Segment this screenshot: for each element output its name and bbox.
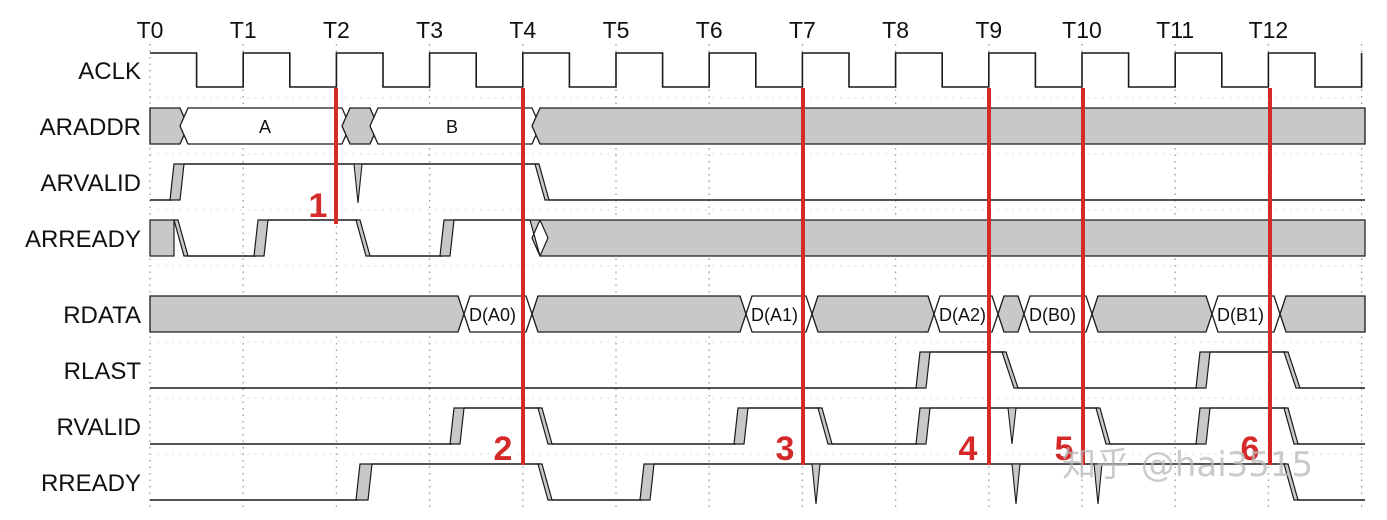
rlast-transition (915, 351, 931, 389)
signal-label: RREADY (41, 470, 141, 497)
tick-label: T8 (882, 17, 909, 43)
rdata-invalid (1279, 295, 1366, 333)
arready-transition (355, 219, 371, 257)
rvalid-transition (449, 407, 465, 445)
arvalid-transition (534, 163, 550, 201)
rlast-transition (1283, 351, 1301, 389)
rdata-label: D(B1) (1217, 305, 1264, 325)
rdata-invalid (149, 295, 465, 333)
rvalid-transition (537, 407, 553, 445)
araddr-label: B (446, 117, 458, 137)
rlast-transition (1195, 351, 1211, 389)
arvalid-transition (169, 163, 185, 201)
tick-label: T12 (1249, 17, 1289, 43)
arready-transition (253, 219, 269, 257)
tick-label: T4 (509, 17, 536, 43)
rready-transition (639, 463, 655, 501)
rdata-invalid (997, 295, 1025, 333)
signal-label: RDATA (63, 302, 141, 329)
rdata-label: D(B0) (1029, 305, 1076, 325)
rdata-invalid (1091, 295, 1213, 333)
signal-labels: ACLK ARADDR ARVALID ARREADY RDATA RLAST RVALID… (25, 58, 141, 497)
rvalid-transition (733, 407, 749, 445)
signal-label: ARADDR (40, 114, 141, 141)
tick-label: T9 (975, 17, 1002, 43)
rdata-label: D(A2) (939, 305, 986, 325)
marker-number: 4 (959, 430, 978, 468)
signal-label: ACLK (78, 58, 141, 85)
waveforms: A B D(A0) D(A1) D(A2) D(B0) D(B1) (149, 52, 1366, 505)
signal-label: ARVALID (41, 170, 142, 197)
rdata-beat (1023, 295, 1093, 333)
marker-number: 2 (494, 430, 513, 468)
marker-number: 1 (309, 187, 328, 225)
marker-number: 3 (776, 430, 795, 468)
tick-label: T5 (603, 17, 630, 43)
tick-label: T6 (696, 17, 723, 43)
rlast-transition (1001, 351, 1019, 389)
rready-transition (537, 463, 553, 501)
watermark: 知乎 @hai3515 (1062, 445, 1313, 485)
sync-markers: 1 2 3 4 5 6 (309, 88, 1272, 468)
arready-transition (439, 219, 455, 257)
rready-glitch (1093, 463, 1103, 505)
signal-label: RVALID (57, 414, 141, 441)
tick-label: T3 (416, 17, 443, 43)
tick-label: T11 (1156, 17, 1194, 43)
marker-number: 6 (1241, 430, 1260, 468)
rdata-label: D(A1) (751, 305, 798, 325)
arready-gray (529, 219, 1366, 257)
rdata-invalid (531, 295, 747, 333)
rdata-beat (933, 295, 999, 333)
arready-gray (149, 219, 175, 257)
rdata-invalid (811, 295, 935, 333)
rvalid-transition (1283, 407, 1299, 445)
signal-label: ARREADY (25, 226, 141, 253)
arvalid-glitch (353, 163, 363, 204)
rvalid-transition (915, 407, 931, 445)
tick-label: T7 (789, 17, 816, 43)
rready-glitch (811, 463, 821, 505)
rvalid-transition (817, 407, 833, 445)
marker-number: 5 (1055, 430, 1074, 468)
rready-glitch (1011, 463, 1021, 505)
rready-transition (355, 463, 373, 501)
tick-label: T2 (323, 17, 350, 43)
araddr-invalid (531, 107, 1366, 145)
rdata-beat (745, 295, 813, 333)
rdata-beat (463, 295, 533, 333)
tick-label: T10 (1062, 17, 1102, 43)
araddr-label: A (259, 117, 271, 137)
tick-label: T0 (137, 17, 164, 43)
signal-label: RLAST (64, 358, 142, 385)
rvalid-transition (1195, 407, 1211, 445)
arready-transition (173, 219, 189, 257)
aclk-wave (150, 52, 1363, 88)
rvalid-transition (1095, 407, 1111, 445)
clock-tick-labels: T0 T1 T2 T3 T4 T5 T6 T7 T8 T9 T10 T11 T12 (137, 17, 1289, 43)
tick-label: T1 (230, 17, 257, 43)
rvalid-glitch (1007, 407, 1017, 445)
rdata-label: D(A0) (469, 305, 516, 325)
